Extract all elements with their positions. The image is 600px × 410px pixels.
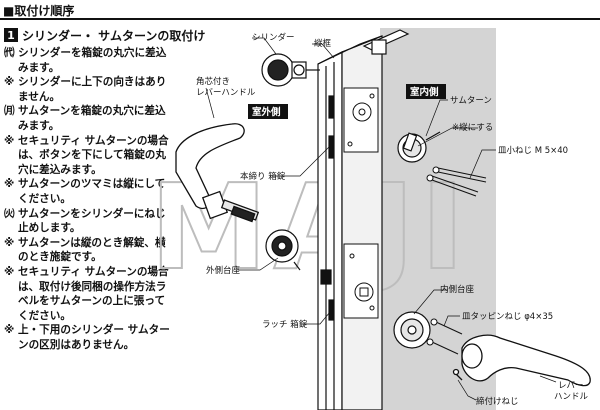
instruction-item: ㈪サムターンを箱錠の丸穴に差込 みます。 (4, 104, 224, 133)
inner-rose (393, 311, 431, 349)
outside-label: 室外側 (252, 106, 281, 118)
instruction-text: シリンダーを箱錠の丸穴に差込 みます。 (18, 47, 167, 74)
instruction-item: ※シリンダーに上下の向きはあり ません。 (4, 75, 224, 104)
section-title: シリンダー・ サムターンの取付け (22, 28, 206, 43)
lever-handle-label-2: ハンドル (554, 392, 589, 402)
deadbolt-lock-label: 本締り 箱錠 (240, 171, 286, 182)
inside-lever-handle (452, 334, 591, 387)
instruction-item: ※サムターンは縦のとき解錠、横 のとき施錠です。 (4, 236, 224, 265)
outer-rose (265, 229, 301, 271)
instruction-item: ※サムターンのツマミは縦にして ください。 (4, 177, 224, 206)
latch-lock-label: ラッチ 箱錠 (262, 319, 308, 330)
leader-lines (205, 37, 557, 401)
latch-case (343, 243, 379, 319)
instruction-item: ㈹シリンダーを箱錠の丸穴に差込 みます。 (4, 46, 224, 75)
instruction-mark: ㈹ (4, 47, 15, 59)
instruction-text: サムターンのツマミは縦にして ください。 (18, 178, 166, 205)
instruction-item: ㈫サムターンをシリンダーにねじ 止めします。 (4, 207, 224, 236)
instruction-text: サムターンは縦のとき解錠、横 のとき施錠です。 (18, 236, 166, 264)
lever-square-label-2: レバーハンドル (196, 88, 256, 98)
tapping-screw-label: 皿タッピンねじ φ4×35 (462, 312, 553, 322)
instruction-mark: ※ (4, 178, 15, 191)
instruction-text: サムターンをシリンダーにねじ 止めします。 (18, 207, 166, 235)
instruction-mark: ※ (4, 324, 15, 337)
section-number: 1 (4, 28, 18, 42)
outer-rose-label: 外側台座 (206, 265, 241, 276)
instruction-text: セキュリティ サムターンの場合 は、ボタンを下にして箱錠の丸 穴に差込みます。 (18, 134, 169, 176)
cylinder-label: シリンダー (252, 32, 295, 43)
inner-rose-label: 内側台座 (440, 284, 475, 295)
outside-lever-handle (175, 123, 260, 223)
instruction-mark: ※ (4, 236, 15, 249)
instruction-item: ※セキュリティ サムターンの場合 は、ボタンを下にして箱錠の丸 穴に差込みます。 (4, 134, 224, 178)
set-screw-label: 締付けねじ (476, 396, 519, 407)
lever-handle-label-1: レバー (558, 381, 584, 391)
instructions-column: 1 シリンダー・ サムターンの取付け ㈹シリンダーを箱錠の丸穴に差込 みます。 … (4, 26, 224, 352)
vertical-note-label: ※縦にする (452, 122, 493, 133)
instruction-mark: ㈫ (4, 207, 15, 220)
inside-tag (406, 84, 446, 99)
page-title: ■取付け順序 (3, 4, 75, 18)
instruction-text: セキュリティ サムターンの場合 は、取付け後同梱の操作方法ラ ベルをサムターンの… (18, 265, 169, 322)
instruction-mark: ※ (4, 265, 15, 278)
tapping-screws (426, 318, 463, 355)
instruction-mark: ㈪ (4, 105, 15, 118)
thumbturn-label: サムターン (450, 96, 492, 106)
instruction-item: ※セキュリティ サムターンの場合 は、取付け後同梱の操作方法ラ ベルをサムターン… (4, 265, 224, 323)
cylinder (261, 53, 320, 87)
instruction-mark: ※ (4, 134, 15, 147)
lever-square-label-1: 角芯付き (196, 76, 230, 87)
outside-tag (248, 104, 288, 119)
frame-label: 縦框 (314, 38, 332, 49)
instruction-text: 上・下用のシリンダー サムター ンの区別はありません。 (18, 324, 170, 351)
small-screw-label: 皿小ねじ M 5×40 (498, 145, 568, 156)
instruction-item: ※上・下用のシリンダー サムター ンの区別はありません。 (4, 323, 224, 352)
instruction-list: ㈹シリンダーを箱錠の丸穴に差込 みます。 ※シリンダーに上下の向きはあり ません… (4, 46, 224, 352)
section-heading: 1 シリンダー・ サムターンの取付け (4, 26, 224, 44)
inside-label: 室内側 (410, 86, 439, 98)
page-header: ■取付け順序 (0, 0, 600, 20)
instruction-text: シリンダーに上下の向きはあり ません。 (18, 76, 167, 103)
instruction-mark: ※ (4, 76, 15, 89)
small-screws (426, 166, 487, 197)
instruction-text: サムターンを箱錠の丸穴に差込 みます。 (18, 105, 166, 132)
thumbturn (397, 131, 441, 163)
deadbolt-case (343, 87, 379, 153)
